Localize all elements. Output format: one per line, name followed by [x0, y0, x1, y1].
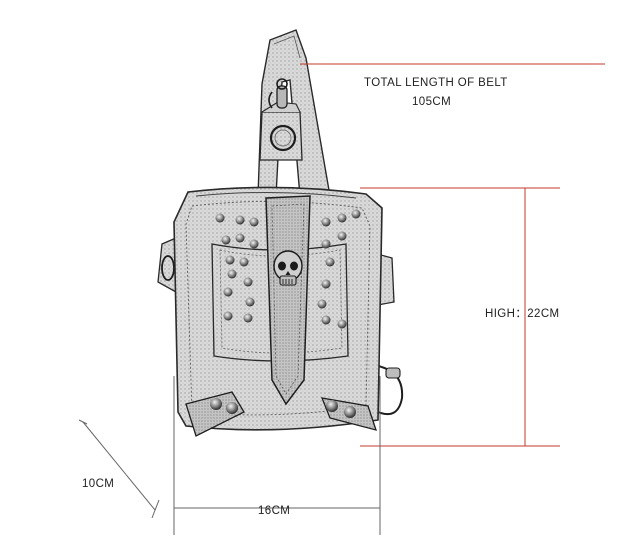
depth-label: 10CM — [82, 478, 115, 490]
rivets — [210, 209, 361, 418]
swivel-clip — [268, 78, 297, 152]
width-label: 16CM — [258, 505, 291, 517]
depth-line — [82, 421, 156, 511]
height-label: HIGH：22CM — [485, 308, 560, 320]
belt-length-title: TOTAL LENGTH OF BELT — [364, 77, 508, 89]
belt-length-value: 105CM — [412, 96, 452, 108]
depth-tick-bottom — [151, 499, 160, 519]
left-side-loop — [157, 237, 177, 294]
center-flap — [265, 195, 311, 406]
skull-ornament — [273, 250, 303, 286]
depth-tick-top — [78, 419, 88, 425]
dimension-lines — [300, 63, 605, 447]
shoulder-strap — [257, 29, 331, 197]
width-dimension — [78, 376, 381, 535]
